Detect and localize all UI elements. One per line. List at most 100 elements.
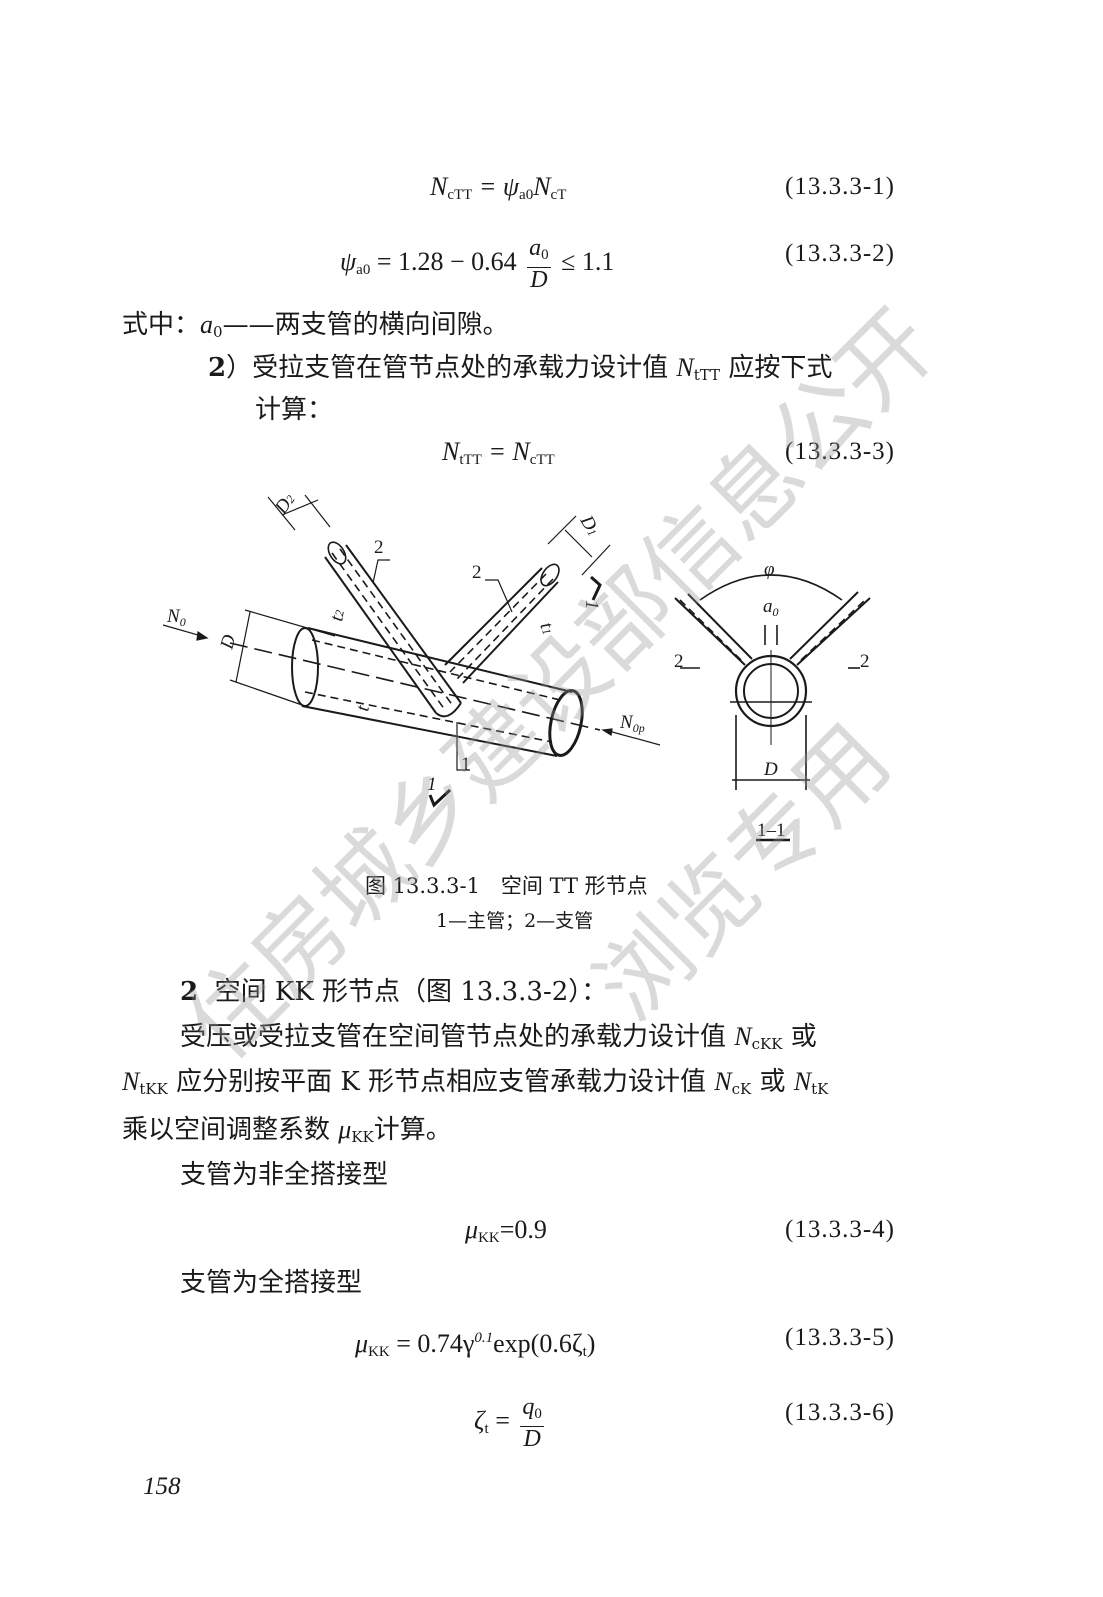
- page-number: 158: [143, 1473, 181, 1500]
- eq-sub: 0: [213, 323, 223, 341]
- label-t1: t1: [535, 620, 559, 638]
- eq-var: N: [533, 172, 551, 201]
- eq-sub: 0: [541, 247, 549, 263]
- item-text: 应按下式: [728, 353, 833, 383]
- eq-op: =: [478, 172, 497, 201]
- eq-var: a: [200, 310, 214, 339]
- eq-sup: 0.1: [474, 1330, 494, 1346]
- where-prefix: 式中：: [122, 310, 201, 340]
- eq-sub: 0: [534, 1406, 542, 1422]
- text: 乘以空间调整系数: [122, 1115, 331, 1145]
- text: 计算。: [373, 1115, 452, 1145]
- text: 或: [790, 1022, 817, 1052]
- label-D1: D1: [575, 511, 604, 539]
- eq-var: N: [122, 1067, 140, 1096]
- label-D: D: [763, 759, 778, 780]
- eq-var: N: [430, 172, 448, 201]
- text: 受压或受拉支管在空间管节点处的承载力设计值: [180, 1022, 727, 1052]
- eq-sub: t: [484, 1420, 489, 1437]
- section-title: 空间 KK 形节点（图 13.3.3-2）：: [214, 977, 608, 1007]
- label-phi: φ: [764, 559, 775, 580]
- equation-13-3-3-1: NcTT = ψa0NcT: [430, 169, 566, 213]
- where-line: 式中：a0——两支管的横向间隙。: [122, 307, 509, 350]
- eq-sub: cTT: [529, 452, 555, 468]
- label-D2: D2: [270, 490, 299, 519]
- dimension-lines: [162, 494, 661, 808]
- eq-var: N: [714, 1067, 732, 1096]
- frac-num: q: [522, 1394, 535, 1420]
- item-number: 2: [208, 353, 227, 383]
- eq-op: =: [488, 437, 506, 466]
- section-number: 2: [180, 977, 199, 1007]
- eq-sub: cTT: [447, 187, 473, 203]
- equation-number: (13.3.3-4): [785, 1216, 895, 1243]
- equation-13-3-3-5: μKK = 0.74γ0.1exp(0.6ζt): [355, 1320, 595, 1370]
- eq-expr: = 1.28 − 0.64: [376, 246, 517, 276]
- nonfull-overlap-label: 支管为非全搭接型: [180, 1160, 389, 1190]
- eq-sub: tK: [811, 1080, 829, 1098]
- eq-sub: t: [582, 1344, 587, 1360]
- eq-expr: ≤ 1.1: [561, 246, 615, 276]
- eq-var: ζ: [474, 1405, 485, 1435]
- eq-var: N: [676, 353, 694, 382]
- eq-var: N: [442, 437, 460, 466]
- paragraph-line: NtKK 应分别按平面 K 形节点相应支管承载力设计值 NcK 或 NtK: [122, 1064, 828, 1107]
- equation-number: (13.3.3-5): [785, 1324, 895, 1351]
- figure-caption: 图 13.3.3-1 空间 TT 形节点: [365, 874, 648, 898]
- section-view: [674, 574, 871, 842]
- main-pipe: [229, 627, 601, 757]
- eq-sub: tKK: [139, 1080, 168, 1098]
- equation-number: (13.3.3-2): [785, 240, 895, 267]
- equation-13-3-3-4: μKK=0.9: [465, 1212, 547, 1256]
- branch-pipe-left: [324, 541, 462, 718]
- label-branch: 2: [472, 562, 482, 583]
- eq-expr: exp(0.6ζ: [493, 1329, 583, 1358]
- label-t: t: [352, 703, 374, 713]
- paragraph-line: 受压或受拉支管在空间管节点处的承载力设计值 NcKK 或: [180, 1019, 817, 1062]
- eq-sub: cK: [731, 1080, 752, 1098]
- section-2-heading: 2 空间 KK 形节点（图 13.3.3-2）：: [180, 974, 607, 1010]
- label-N0p: N0p: [619, 712, 645, 735]
- label-N0: N0: [166, 606, 186, 629]
- section-title: 1–1: [757, 820, 786, 841]
- item-text: ）受拉支管在管节点处的承载力设计值: [226, 353, 669, 383]
- eq-expr: =0.9: [499, 1215, 547, 1244]
- eq-var: μ: [355, 1329, 369, 1358]
- eq-sub: tTT: [693, 366, 721, 384]
- eq-var: ψ: [340, 246, 357, 276]
- label-branch: 2: [674, 651, 684, 672]
- eq-expr: = 0.74γ: [396, 1329, 475, 1358]
- branch-pipe-right: [444, 563, 560, 684]
- eq-sub: a0: [519, 187, 534, 203]
- item-2-cont: 计算：: [255, 395, 334, 425]
- eq-var: μ: [465, 1215, 479, 1244]
- label-main: 1: [461, 754, 471, 775]
- eq-op: =: [495, 1405, 510, 1435]
- label-branch: 2: [374, 537, 384, 558]
- eq-sub: tTT: [459, 452, 482, 468]
- eq-sub: a0: [356, 261, 371, 278]
- equation-13-3-3-3: NtTT = NcTT: [442, 434, 555, 478]
- equation-number: (13.3.3-3): [785, 438, 895, 465]
- eq-sub: KK: [368, 1344, 390, 1360]
- frac-den: D: [530, 267, 548, 293]
- label-branch: 2: [860, 651, 870, 672]
- eq-var: N: [512, 437, 530, 466]
- frac-den: D: [523, 1426, 541, 1452]
- label-a0: a0: [763, 596, 779, 619]
- eq-var: μ: [338, 1115, 352, 1144]
- eq-var: ψ: [502, 172, 520, 201]
- eq-var: N: [793, 1067, 812, 1096]
- eq-sub: KK: [478, 1230, 500, 1246]
- eq-expr: ): [586, 1329, 596, 1358]
- text: 或: [759, 1067, 786, 1097]
- eq-sub: cKK: [751, 1035, 783, 1053]
- eq-sub: cT: [550, 187, 567, 203]
- text: 应分别按平面 K 形节点相应支管承载力设计值: [176, 1067, 707, 1097]
- label-section-cut: 1: [427, 774, 437, 795]
- item-2-line: 2）受拉支管在管节点处的承载力设计值 NtTT 应按下式: [208, 350, 832, 393]
- equation-number: (13.3.3-1): [785, 173, 895, 200]
